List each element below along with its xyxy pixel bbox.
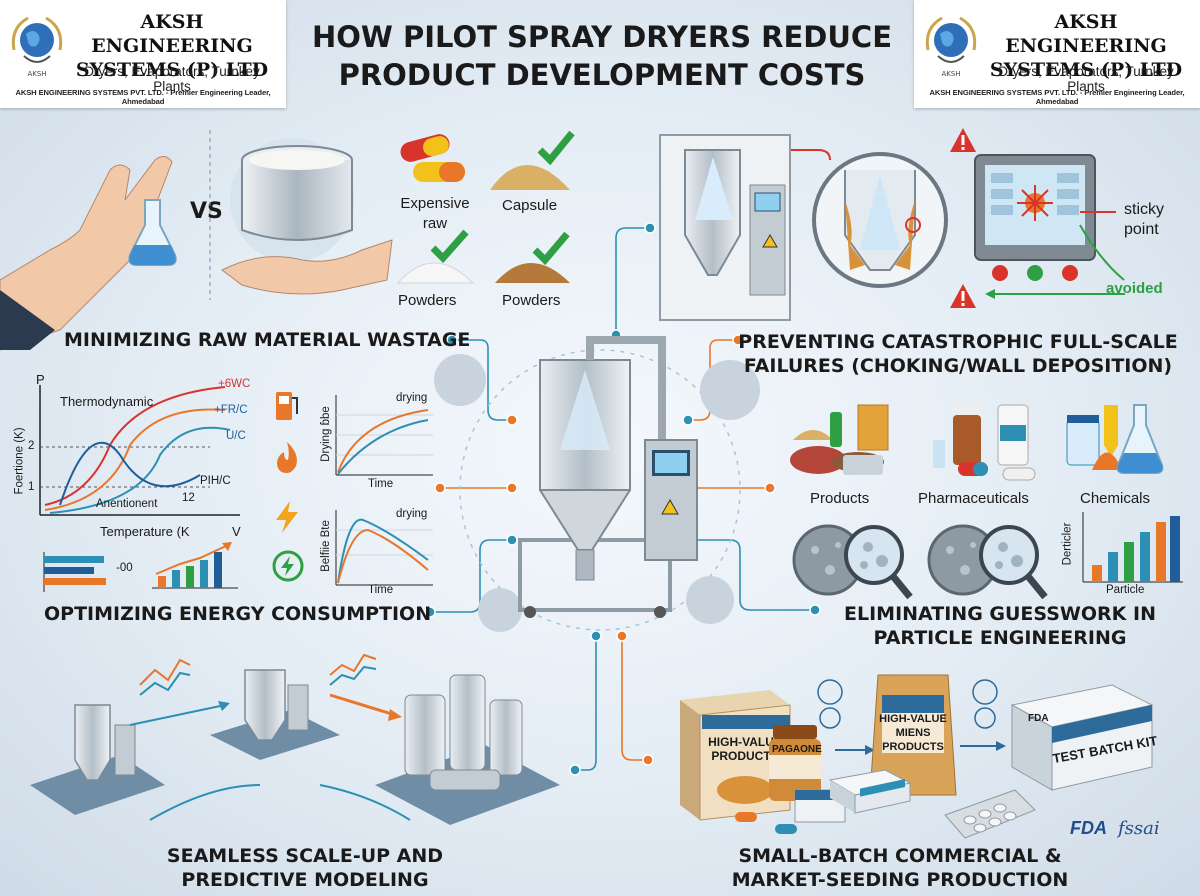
warning-icon bbox=[950, 284, 976, 308]
heading-failures: PREVENTING CATASTROPHIC FULL-SCALE FAILU… bbox=[738, 331, 1178, 377]
flat-pack bbox=[828, 769, 912, 814]
drying-y-label-1: Drying ɓbe bbox=[319, 406, 332, 462]
eco-power-icon bbox=[272, 550, 304, 582]
divider-dashed bbox=[209, 130, 211, 300]
drying-x-label-2: Time bbox=[368, 584, 394, 596]
thermo-title: Thermodynamic bbox=[60, 394, 154, 409]
company-strip: AKSH ENGINEERING SYSTEMS PVT. LTD. - Pre… bbox=[15, 88, 271, 106]
hmi-screen bbox=[974, 154, 1096, 281]
particle-chart-y: Derticler bbox=[1061, 522, 1074, 566]
brown-powder-check-icon bbox=[495, 231, 570, 283]
sticky-pointer bbox=[1079, 211, 1125, 281]
thermo-x-label: Temperature (K bbox=[100, 524, 190, 539]
drying-curve-chart-1 bbox=[335, 395, 433, 476]
particle-magnifier-icon bbox=[792, 524, 913, 600]
company-name: AKSH ENGINEERING SYSTEMS (P) LTD bbox=[75, 11, 269, 81]
fuel-pump-icon bbox=[276, 392, 298, 420]
capsule-pills-icon bbox=[400, 134, 465, 182]
kit-brand: FDA bbox=[1028, 713, 1049, 724]
right-arrow-icon bbox=[960, 741, 1006, 751]
drying-title-2: drying bbox=[396, 508, 428, 520]
food-products-icon bbox=[790, 404, 889, 475]
powders-label-1: Powders bbox=[398, 292, 457, 309]
product-bag bbox=[869, 674, 957, 796]
chamber-magnifier bbox=[812, 152, 948, 288]
gear-icon bbox=[434, 354, 760, 632]
vs-text: VS bbox=[190, 199, 223, 224]
bar-label: -00 bbox=[116, 562, 133, 574]
expensive-raw-label: Expensive raw bbox=[400, 195, 470, 232]
pilot-dryer-unit bbox=[659, 134, 791, 321]
chemicals-flask-icon bbox=[1066, 404, 1164, 474]
drying-title-1: drying bbox=[396, 392, 428, 404]
thermo-curve-label-3: U/C bbox=[226, 430, 246, 442]
avoided-label: avoided bbox=[1106, 280, 1163, 297]
jar-label: PAGAONE bbox=[772, 744, 822, 755]
supplement-jar bbox=[769, 725, 821, 801]
scaleup-illustration bbox=[30, 653, 560, 825]
thermo-curve-label-2: +FR/C bbox=[214, 404, 248, 416]
thermo-y-axis: P bbox=[36, 372, 45, 387]
thermo-annotation-2: 12 bbox=[182, 492, 195, 504]
capsule-label: Capsule bbox=[502, 197, 558, 214]
particle-magnifier-icon bbox=[927, 524, 1048, 600]
emblem-text: AKSH bbox=[27, 70, 46, 78]
heading-energy: OPTIMIZING ENERGY CONSUMPTION bbox=[44, 603, 432, 625]
particle-bar-chart bbox=[1082, 512, 1183, 583]
double-arrow-icon bbox=[985, 289, 1125, 299]
logo-right: AKSH AKSH ENGINEERING SYSTEMS (P) LTD Dr… bbox=[914, 0, 1200, 108]
emblem-text: AKSH bbox=[941, 70, 960, 78]
category-chemicals: Chemicals bbox=[1080, 490, 1151, 507]
fda-logo: FDA bbox=[1070, 818, 1107, 838]
globe-emblem-icon: AKSH bbox=[11, 16, 63, 78]
main-title: HOW PILOT SPRAY DRYERS REDUCE PRODUCT DE… bbox=[311, 20, 893, 92]
pharma-bottles-icon bbox=[933, 404, 1036, 481]
blister-pack bbox=[944, 789, 1036, 839]
test-batch-kit-box bbox=[1010, 684, 1154, 791]
growth-chart-icon bbox=[152, 542, 238, 589]
product-box-label: HIGH-VALUE PRODUCTS bbox=[708, 735, 782, 763]
company-tagline: Dryers, Evaporators, Turnkey Plants bbox=[84, 64, 260, 94]
pot-on-hand bbox=[221, 138, 393, 295]
drying-curve-chart-2 bbox=[335, 510, 433, 586]
logo-left: AKSH AKSH ENGINEERING SYSTEMS (P) LTD Dr… bbox=[0, 0, 286, 108]
drying-y-label-2: Belfiie Bte bbox=[319, 520, 332, 572]
thermo-y-label: Foertione (K) bbox=[13, 427, 26, 495]
bag-label: HIGH-VALUE MIENS PRODUCTS bbox=[879, 713, 947, 753]
heading-smallbatch: SMALL-BATCH COMMERCIAL & MARKET-SEEDING … bbox=[731, 845, 1069, 891]
right-arrow-icon bbox=[835, 745, 875, 755]
lightning-icon bbox=[276, 501, 298, 533]
heading-scaleup: SEAMLESS SCALE-UP AND PREDICTIVE MODELIN… bbox=[166, 845, 444, 891]
flame-icon bbox=[277, 442, 297, 473]
sticky-point-label: sticky point bbox=[1124, 201, 1164, 238]
heading-raw-material: MINIMIZING RAW MATERIAL WASTAGE bbox=[64, 329, 471, 351]
thermo-tick-2: 2 bbox=[28, 440, 35, 452]
thermo-annotation: Anentionent bbox=[96, 498, 158, 510]
warning-icon bbox=[950, 128, 976, 152]
drying-x-label-1: Time bbox=[368, 478, 394, 490]
powders-label-2: Powders bbox=[502, 292, 561, 309]
thermo-x-axis: V bbox=[232, 524, 241, 539]
thermo-curve-label-1: +6WC bbox=[218, 378, 251, 390]
central-spray-dryer bbox=[434, 336, 760, 632]
category-products: Products bbox=[810, 490, 870, 507]
white-powder-check-icon bbox=[396, 229, 475, 284]
globe-emblem-icon: AKSH bbox=[925, 16, 977, 78]
small-icons-cluster bbox=[817, 679, 998, 729]
company-tagline: Dryers, Evaporators, Turnkey Plants bbox=[998, 64, 1174, 94]
particle-chart-x: Particle bbox=[1106, 584, 1145, 596]
company-strip: AKSH ENGINEERING SYSTEMS PVT. LTD. - Pre… bbox=[929, 88, 1185, 106]
thermo-tick-1: 1 bbox=[28, 481, 35, 493]
hand-holding-flask bbox=[0, 156, 177, 351]
horizontal-bar-icon bbox=[43, 552, 106, 592]
category-pharmaceuticals: Pharmaceuticals bbox=[918, 490, 1029, 507]
company-name: AKSH ENGINEERING SYSTEMS (P) LTD bbox=[989, 11, 1183, 81]
product-box bbox=[680, 690, 791, 821]
heading-particle: ELIMINATING GUESSWORK IN PARTICLE ENGINE… bbox=[844, 603, 1156, 649]
powder-pile-check-icon bbox=[490, 130, 575, 190]
thermo-curve-label-4: PIH/C bbox=[200, 475, 231, 487]
fssai-logo: fssai bbox=[1118, 818, 1160, 839]
thermodynamic-chart bbox=[39, 385, 240, 516]
